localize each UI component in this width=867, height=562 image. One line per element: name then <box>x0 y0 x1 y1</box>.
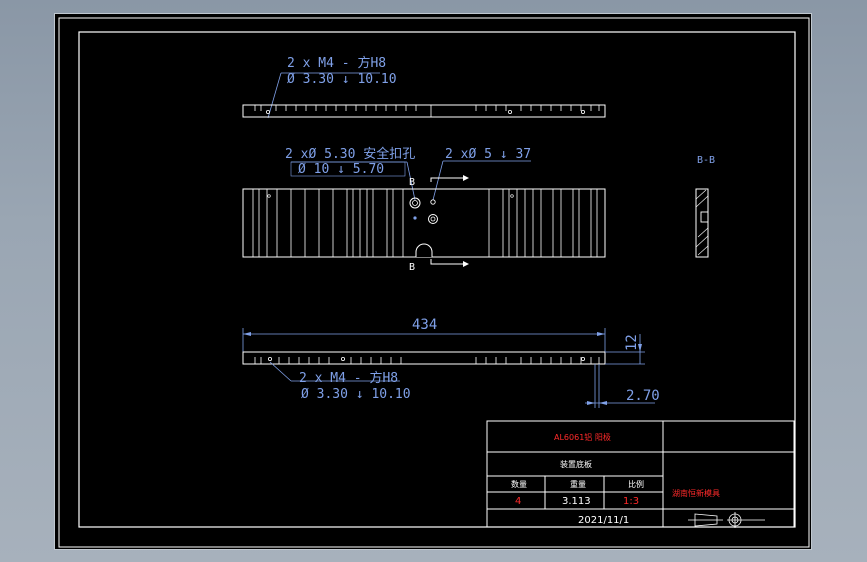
tb-material: AL6061铝 阳极 <box>554 432 611 442</box>
tb-col-weight: 重量 <box>570 479 586 489</box>
bottom-hole-note-line1: 2 x M4 - 方H8 <box>299 370 398 386</box>
offset-dim-text: 2.70 <box>626 388 660 404</box>
section-step <box>700 211 709 223</box>
front-safety-hole-inner <box>412 200 418 206</box>
top-leader-line <box>267 72 282 119</box>
section-mark-top: B <box>409 177 415 188</box>
section-arrow-top <box>430 177 463 182</box>
top-hole-left <box>265 110 270 115</box>
section-arrowhead-top <box>463 175 469 181</box>
top-strip-slots <box>254 105 600 111</box>
section-outline <box>695 188 709 258</box>
length-dim-text: 434 <box>412 317 437 333</box>
front-ribs-right <box>502 189 598 257</box>
tb-weight-value: 3.113 <box>562 496 591 507</box>
title-block-frame <box>486 420 795 528</box>
front-note-left-line2: Ø 10 ↓ 5.70 <box>298 162 384 177</box>
section-view: B-B <box>695 155 715 258</box>
top-hole-note-line2: Ø 3.30 ↓ 10.10 <box>287 72 397 87</box>
tb-scale-value: 1:3 <box>623 496 639 507</box>
length-arrow-left <box>243 332 251 336</box>
outer-frame <box>58 17 810 548</box>
section-arrowhead-bottom <box>463 261 469 267</box>
front-bottom-notch <box>415 243 433 257</box>
section-hatch <box>695 189 709 256</box>
section-arrow-bottom <box>430 259 463 265</box>
third-angle-projection-icon <box>688 512 765 528</box>
front-note-left-line1: 2 xØ 5.30 安全扣孔 <box>285 146 415 162</box>
front-rib-hole-left <box>267 194 271 198</box>
bottom-hole-right <box>581 356 586 361</box>
bottom-strip-outline <box>242 351 606 365</box>
bottom-strip-slots <box>254 357 600 364</box>
tb-part-name: 装置底板 <box>560 459 592 469</box>
title-block: AL6061铝 阳极 装置底板 数量 重量 比例 4 3.113 1:3 湖南恒… <box>486 420 795 528</box>
top-view: 2 x M4 - 方H8 Ø 3.30 ↓ 10.10 <box>242 55 606 119</box>
front-note-right: 2 xØ 5 ↓ 37 <box>445 147 531 162</box>
front-mid-hole-small <box>413 216 417 220</box>
bottom-leader-line <box>269 361 292 382</box>
front-mid-hole-outer <box>428 214 438 224</box>
front-note-left-box <box>290 161 406 177</box>
bottom-hole-note-line2: Ø 3.30 ↓ 10.10 <box>301 387 411 402</box>
front-note-right-leader <box>432 160 444 201</box>
tb-qty-value: 4 <box>515 496 521 507</box>
front-pin-hole <box>430 199 436 205</box>
front-safety-hole-outer <box>409 197 421 209</box>
top-hole-right2 <box>581 110 586 115</box>
section-label: B-B <box>697 155 715 166</box>
offset-arrow-left <box>587 401 595 405</box>
drawing-sheet: 2 x M4 - 方H8 Ø 3.30 ↓ 10.10 2 xØ 5.30 安全… <box>58 17 810 548</box>
tb-date: 2021/11/1 <box>578 515 629 526</box>
top-strip-outline <box>242 104 606 118</box>
height-arrow <box>638 344 642 352</box>
front-view: 2 xØ 5.30 安全扣孔 Ø 10 ↓ 5.70 2 xØ 5 ↓ 37 B… <box>242 146 606 273</box>
bottom-hole-left <box>267 356 272 361</box>
top-hole-right <box>507 110 512 115</box>
front-mid-hole-inner <box>430 216 436 222</box>
height-dim-text: 12 <box>624 334 640 351</box>
front-ribs-left <box>252 189 404 257</box>
cad-drawing-viewport[interactable]: 2 x M4 - 方H8 Ø 3.30 ↓ 10.10 2 xØ 5.30 安全… <box>54 13 812 550</box>
top-hole-note-line1: 2 x M4 - 方H8 <box>287 55 386 71</box>
front-note-left-leader <box>406 161 416 201</box>
front-rib-hole-right <box>510 194 514 198</box>
tb-col-qty: 数量 <box>511 479 527 489</box>
length-arrow-right <box>597 332 605 336</box>
section-mark-bottom: B <box>409 262 415 273</box>
offset-arrow-right <box>599 401 607 405</box>
inner-frame <box>78 31 796 528</box>
bottom-view: 434 12 2.70 2 x M4 - 方H8 Ø 3.30 ↓ 10.10 <box>242 317 660 408</box>
tb-company: 湖南恒新模具 <box>672 488 720 498</box>
bottom-hole-mid <box>340 356 345 361</box>
tb-col-scale: 比例 <box>628 479 644 489</box>
